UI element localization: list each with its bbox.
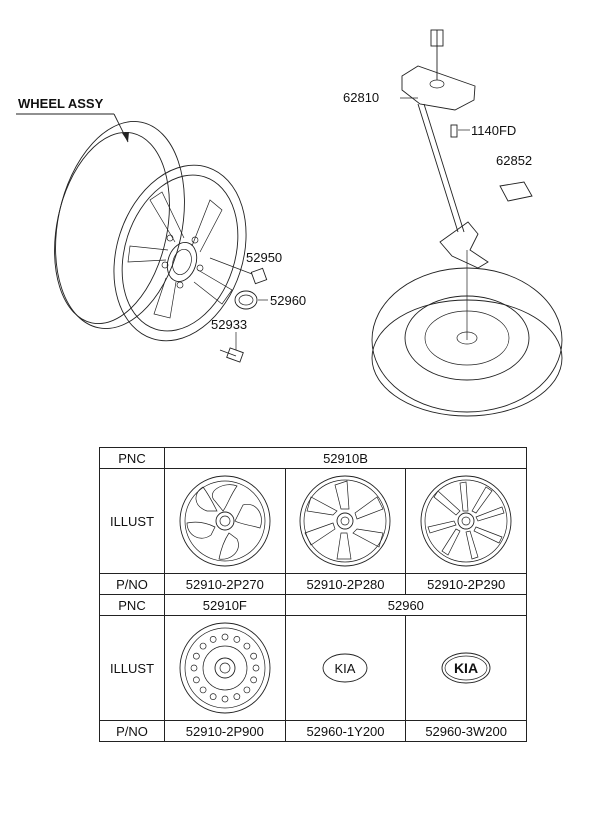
part-number: 52910-2P290 bbox=[405, 573, 527, 595]
kia-logo-text: KIA bbox=[454, 660, 478, 676]
vent-hole bbox=[243, 642, 251, 650]
vent-hole bbox=[199, 686, 207, 694]
part-number: 52910-2P280 bbox=[284, 573, 407, 595]
vent-hole bbox=[221, 633, 229, 641]
vent-hole bbox=[190, 664, 198, 672]
valve-52933 bbox=[219, 332, 244, 363]
vent-hole bbox=[209, 636, 217, 643]
row-label-pnc: PNC bbox=[99, 447, 165, 469]
alloy-wheel bbox=[54, 121, 247, 342]
vent-hole bbox=[192, 676, 200, 684]
hub-cap-52960 bbox=[234, 290, 268, 310]
part-number: 52910-2P900 bbox=[164, 720, 286, 742]
vent-hole bbox=[221, 695, 229, 703]
illust-2p270 bbox=[164, 468, 286, 574]
part-number: 52960-1Y200 bbox=[284, 720, 407, 742]
callout-52960: 52960 bbox=[270, 293, 306, 308]
illust-2p290 bbox=[405, 468, 527, 574]
part-number: 52910-2P270 bbox=[164, 573, 286, 595]
illust-1y200: KIA bbox=[284, 615, 407, 721]
exploded-diagram: WHEEL ASSY 52950 52960 bbox=[16, 29, 563, 417]
callout-52950: 52950 bbox=[246, 250, 282, 265]
wheel-illust-2p280 bbox=[300, 475, 391, 567]
steel-wheel-illust-2p900 bbox=[179, 622, 271, 714]
pad-62852 bbox=[499, 181, 533, 202]
vent-hole bbox=[192, 652, 200, 660]
vent-hole bbox=[233, 693, 241, 700]
callout-1140fd: 1140FD bbox=[471, 123, 516, 138]
wheel-nut-52950 bbox=[209, 257, 268, 285]
vent-hole bbox=[250, 652, 257, 660]
vent-hole bbox=[243, 686, 251, 694]
wheel-assy-title: WHEEL ASSY bbox=[18, 96, 104, 111]
pnc-52910b: 52910B bbox=[164, 447, 527, 469]
illust-3w200: KIA bbox=[405, 615, 527, 721]
pnc-52910f: 52910F bbox=[164, 594, 286, 616]
bolt-1140fd bbox=[450, 124, 470, 138]
callout-62852: 62852 bbox=[496, 153, 532, 168]
part-number: 52960-3W200 bbox=[405, 720, 527, 742]
vent-hole bbox=[209, 693, 217, 700]
row-label-illust: ILLUST bbox=[99, 615, 165, 721]
row-label-illust: ILLUST bbox=[99, 468, 165, 574]
kia-emblem-3w200: KIA bbox=[441, 652, 491, 684]
vent-hole bbox=[233, 636, 241, 643]
parts-table: PNC 52910B ILLUST bbox=[99, 447, 528, 742]
row-label-pnc: PNC bbox=[99, 594, 165, 616]
callout-62810: 62810 bbox=[343, 90, 379, 105]
pnc-52960: 52960 bbox=[284, 594, 528, 616]
kia-emblem-1y200: KIA bbox=[323, 653, 368, 683]
callout-52933: 52933 bbox=[211, 317, 247, 332]
spare-tire bbox=[371, 267, 563, 417]
vent-hole bbox=[250, 676, 257, 684]
vent-hole bbox=[199, 642, 207, 650]
wheel-illust-2p290 bbox=[420, 475, 512, 567]
vent-hole bbox=[252, 664, 260, 672]
wheel-illust-2p270 bbox=[179, 475, 271, 567]
illust-2p900 bbox=[164, 615, 286, 721]
row-label-pno: P/NO bbox=[99, 573, 165, 595]
illust-2p280 bbox=[284, 468, 407, 574]
carrier-bracket-62810 bbox=[400, 29, 489, 340]
row-label-pno: P/NO bbox=[99, 720, 165, 742]
kia-logo-text: KIA bbox=[335, 661, 356, 676]
